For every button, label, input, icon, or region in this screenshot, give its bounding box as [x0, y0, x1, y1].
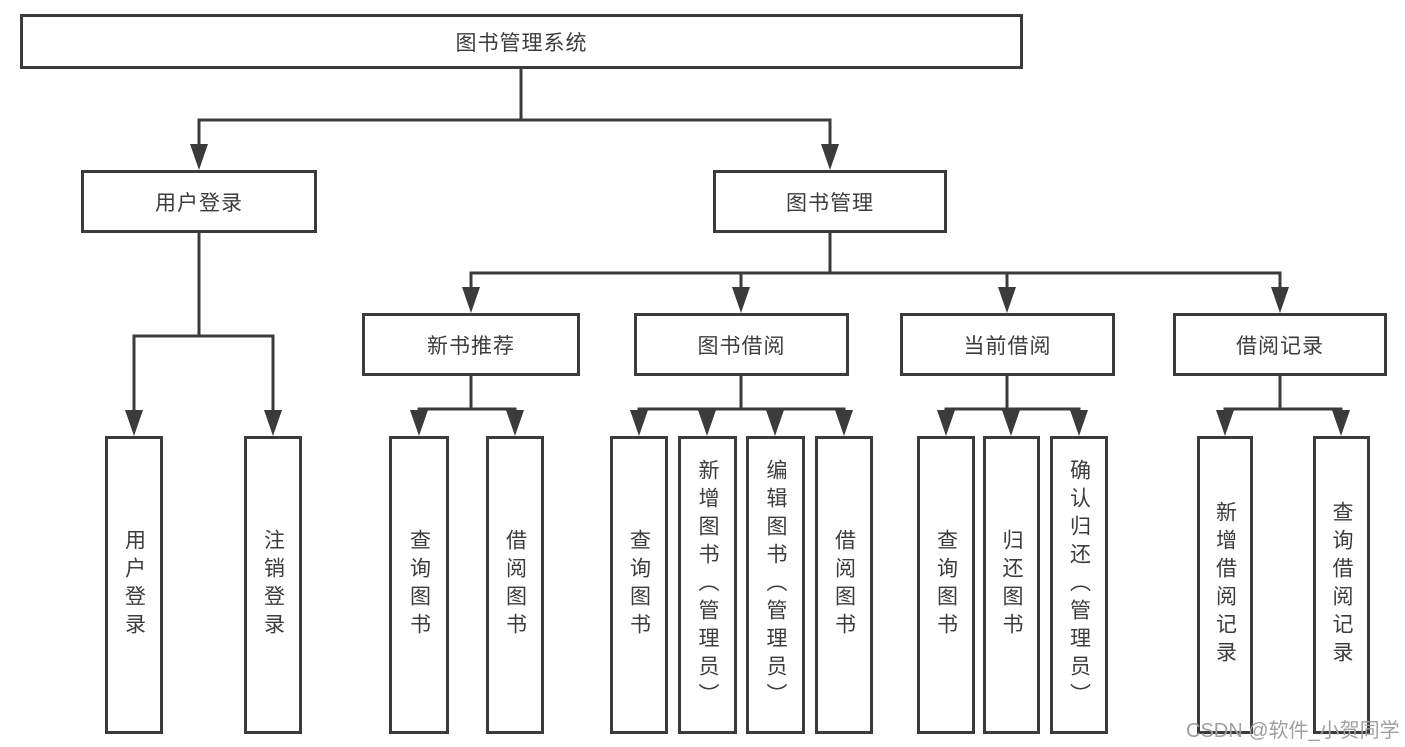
node-root-label: 图书管理系统: [455, 31, 588, 55]
watermark: CSDN @软件_小贺同学: [1186, 720, 1400, 742]
arrow-icon: [937, 410, 955, 436]
arrow-icon: [1002, 410, 1020, 436]
leaf-borrow-add-book-admin: 新增图书（管理员）: [678, 436, 737, 734]
node-borrow-record-label: 借阅记录: [1236, 334, 1324, 358]
arrow-icon: [125, 410, 143, 436]
arrow-icon: [1070, 410, 1088, 436]
tree-edges: [132, 66, 1343, 416]
node-book-management-label: 图书管理: [786, 191, 874, 215]
node-current-borrow: 当前借阅: [900, 313, 1115, 376]
arrow-icon: [1271, 287, 1289, 313]
leaf-newrec-borrow-book-label: 借阅图书: [503, 529, 527, 641]
leaf-borrow-borrow-book-label: 借阅图书: [832, 529, 856, 641]
leaf-borrow-edit-book-admin-label: 编辑图书（管理员）: [764, 459, 787, 711]
leaf-logout-login: 注销登录: [244, 436, 302, 734]
node-root: 图书管理系统: [20, 14, 1023, 69]
arrow-icon: [835, 410, 853, 436]
leaf-newrec-query-book-label: 查询图书: [407, 529, 431, 641]
leaf-record-query-record: 查询借阅记录: [1313, 436, 1370, 734]
arrow-icon: [821, 144, 839, 170]
node-book-management: 图书管理: [713, 170, 947, 233]
node-new-book-recommend-label: 新书推荐: [427, 334, 515, 358]
arrow-icon: [264, 410, 282, 436]
node-new-book-recommend: 新书推荐: [362, 313, 580, 376]
node-book-borrow-label: 图书借阅: [697, 334, 786, 358]
node-user-login: 用户登录: [81, 170, 317, 233]
node-user-login-label: 用户登录: [155, 191, 243, 215]
leaf-borrow-add-book-admin-label: 新增图书（管理员）: [696, 459, 719, 711]
node-book-borrow: 图书借阅: [634, 313, 849, 376]
leaf-current-return-book-label: 归还图书: [1000, 529, 1023, 641]
leaf-borrow-edit-book-admin: 编辑图书（管理员）: [746, 436, 805, 734]
leaf-record-add-record: 新增借阅记录: [1197, 436, 1253, 734]
arrow-icon: [630, 410, 648, 436]
arrowheads: [125, 144, 1350, 436]
leaf-borrow-borrow-book: 借阅图书: [815, 436, 873, 734]
leaf-current-query-book-label: 查询图书: [934, 529, 958, 641]
arrow-icon: [190, 144, 208, 170]
leaf-user-login: 用户登录: [105, 436, 163, 734]
arrow-icon: [732, 287, 750, 313]
leaf-newrec-borrow-book: 借阅图书: [486, 436, 544, 734]
leaf-current-query-book: 查询图书: [917, 436, 975, 734]
leaf-user-login-label: 用户登录: [122, 529, 146, 641]
node-borrow-record: 借阅记录: [1173, 313, 1387, 376]
arrow-icon: [998, 287, 1016, 313]
leaf-logout-login-label: 注销登录: [261, 529, 285, 641]
arrow-icon: [462, 287, 480, 313]
leaf-borrow-query-book-label: 查询图书: [627, 529, 651, 641]
arrow-icon: [506, 410, 524, 436]
leaf-current-confirm-return-admin-label: 确认归还（管理员）: [1067, 459, 1091, 711]
leaf-current-return-book: 归还图书: [983, 436, 1040, 734]
arrow-icon: [766, 410, 784, 436]
leaf-current-confirm-return-admin: 确认归还（管理员）: [1050, 436, 1108, 734]
arrow-icon: [1332, 410, 1350, 436]
leaf-record-query-record-label: 查询借阅记录: [1330, 501, 1353, 669]
arrow-icon: [410, 410, 428, 436]
arrow-icon: [1216, 410, 1234, 436]
leaf-newrec-query-book: 查询图书: [389, 436, 449, 734]
leaf-record-add-record-label: 新增借阅记录: [1213, 501, 1237, 669]
arrow-icon: [698, 410, 716, 436]
node-current-borrow-label: 当前借阅: [963, 334, 1052, 358]
leaf-borrow-query-book: 查询图书: [610, 436, 668, 734]
